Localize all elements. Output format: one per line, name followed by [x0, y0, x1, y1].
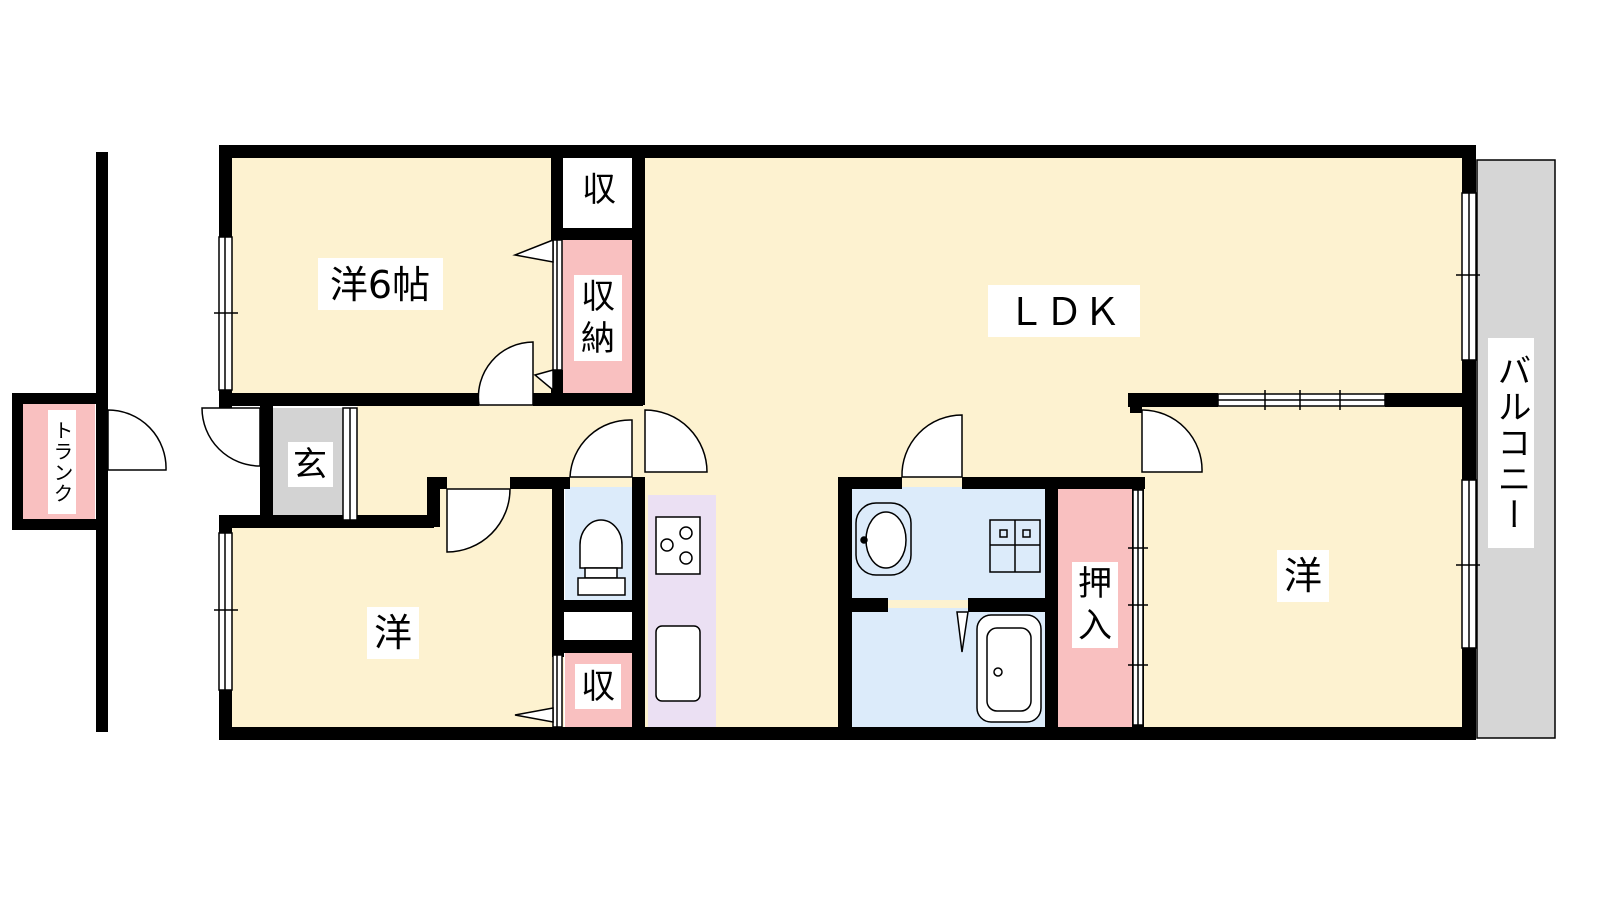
wall-se-top-left — [1128, 393, 1218, 407]
wall-top — [219, 145, 1476, 158]
room-label-ldk: ＬＤＫ — [1007, 290, 1121, 334]
label-bg-trunk — [48, 410, 76, 514]
label-bg-closet — [1072, 562, 1118, 648]
trunk-wall-top — [12, 393, 108, 404]
wall-entrance-bottom — [219, 515, 434, 528]
wall-wash-bath-left — [838, 598, 888, 612]
label-bg-sw — [367, 607, 419, 659]
room-label-western-6: 洋6帖 — [330, 263, 430, 307]
door-entrance-front[interactable] — [201, 407, 261, 467]
wall-corridor-bottom — [427, 477, 447, 489]
door-western-sw[interactable] — [446, 488, 511, 553]
room-label-trunk: トランク — [50, 420, 74, 504]
wall-exterior-left — [96, 152, 108, 732]
wall-toilet-right — [632, 477, 645, 740]
wall-right-top — [1462, 145, 1476, 193]
wall-se-top-right — [1385, 393, 1475, 407]
room-label-storage-1: 収 — [581, 277, 615, 317]
door-western6[interactable] — [477, 341, 534, 406]
room-label-balcony: バルコニー — [1491, 353, 1531, 533]
label-bg-ldk — [988, 285, 1140, 337]
label-bg-balcony — [1488, 338, 1534, 548]
label-bg-storage-bottom — [575, 664, 621, 709]
room-ldk-fill — [641, 157, 1474, 402]
wall-right-bottom — [1462, 648, 1476, 740]
doors — [107, 238, 1203, 723]
door-trunk[interactable] — [107, 409, 167, 471]
door-western-se[interactable] — [1141, 409, 1203, 473]
wall-sw-right — [552, 477, 564, 657]
wall-se-left-upper — [1130, 393, 1142, 413]
wall-left-bottom — [219, 690, 232, 740]
windows — [214, 192, 1480, 728]
kitchen-sink-icon — [655, 625, 701, 702]
storage-top-fill — [560, 157, 640, 235]
wall-left-upper — [219, 145, 232, 237]
room-label-western-se: 洋 — [1284, 554, 1322, 598]
wall-bath-right — [1045, 477, 1058, 740]
bathtub-icon — [976, 614, 1042, 723]
door-storage-left-low — [533, 369, 554, 392]
washing-machine-icon — [989, 519, 1041, 573]
label-bg-western6 — [318, 258, 443, 310]
wall-ldk-left-upper — [632, 145, 645, 405]
room-label-closet-2: 入 — [1078, 606, 1112, 646]
label-bg-entrance — [288, 442, 333, 487]
door-storage-nohki-hinge — [512, 238, 554, 263]
door-toilet[interactable] — [569, 419, 633, 478]
room-label-storage-bottom: 収 — [581, 667, 615, 707]
label-bg-storage-nohki — [574, 275, 622, 361]
wash-basin-icon — [855, 502, 912, 576]
walls — [12, 145, 1476, 740]
wall-storage-bottom-top — [552, 640, 642, 653]
wall-right-mid — [1462, 360, 1476, 480]
room-label-entrance: 玄 — [293, 445, 327, 485]
room-label-storage-top: 収 — [582, 170, 616, 210]
wall-storage-left — [551, 145, 563, 240]
stove-icon — [655, 516, 701, 575]
room-label-storage-2: 納 — [581, 319, 615, 359]
room-label-closet-1: 押 — [1078, 564, 1112, 604]
wall-entrance-left — [260, 405, 273, 525]
wall-toilet-top — [632, 477, 645, 489]
wall-wash-bath-right — [968, 598, 1048, 612]
room-label-western-sw: 洋 — [374, 611, 412, 655]
wall-bath-top-left — [838, 477, 902, 489]
door-bath[interactable] — [956, 611, 969, 653]
room-labels: 洋6帖 ＬＤＫ 洋 洋 玄 収 収 納 収 押 入 トランク バルコニー — [48, 170, 1534, 709]
fixtures — [577, 502, 1042, 723]
toilet-icon — [577, 519, 626, 596]
wall-corridor-step — [427, 477, 440, 527]
wall-storage-divider — [551, 228, 643, 240]
wall-western6-bottom — [219, 393, 479, 406]
storage-small-white-fill — [565, 612, 637, 642]
door-ldk[interactable] — [644, 409, 708, 473]
trunk-wall-left — [12, 393, 23, 530]
wall-western6-bottom-right — [533, 393, 643, 406]
wall-storage-left-low — [551, 370, 563, 406]
door-washroom[interactable] — [901, 414, 963, 478]
trunk-wall-bottom — [12, 519, 108, 530]
wall-toilet-bottom — [552, 600, 642, 612]
door-storage-bottom-hinge — [514, 707, 554, 723]
label-bg-se — [1277, 550, 1329, 602]
